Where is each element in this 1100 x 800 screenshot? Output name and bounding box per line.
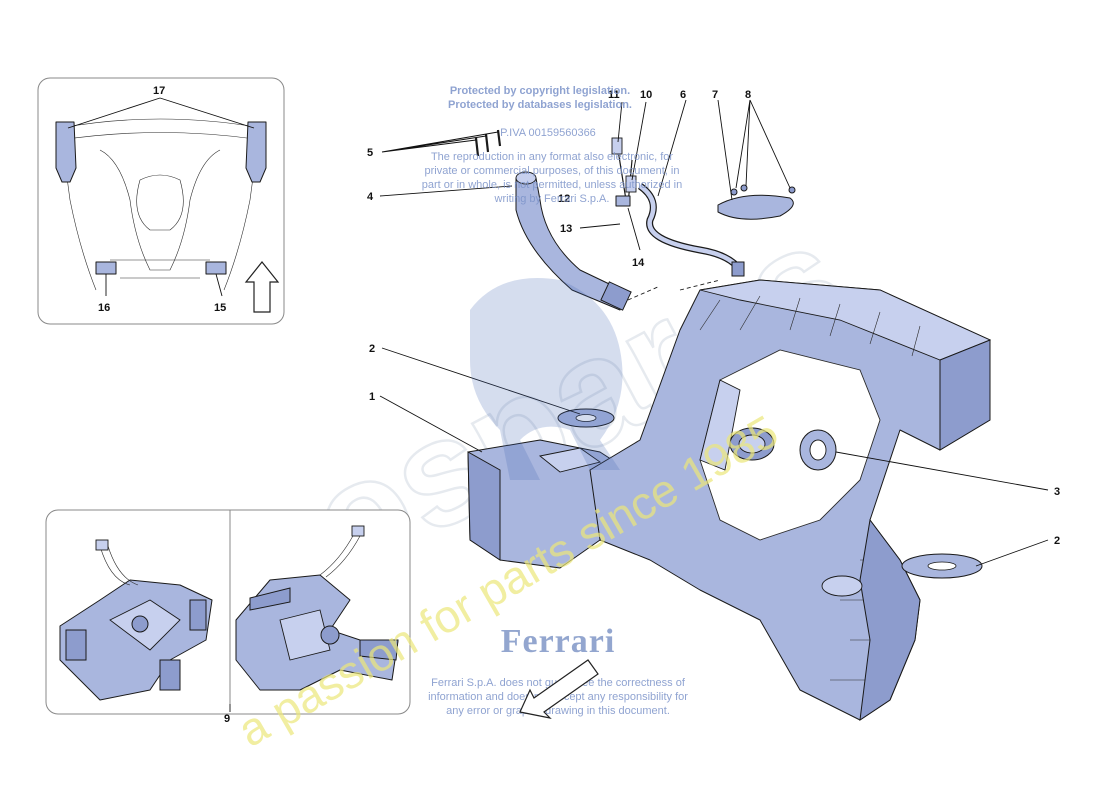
watermark-line-5: private or commercial purposes, of this … xyxy=(425,165,680,177)
callout-14: 14 xyxy=(632,257,645,269)
callout-2-lower: 2 xyxy=(1054,535,1060,547)
gasket-2-upper xyxy=(557,408,615,428)
callout-16: 16 xyxy=(98,302,110,314)
callout-6: 6 xyxy=(680,89,686,101)
tank-strap-right xyxy=(245,121,267,183)
perspective-views-inset: 9 xyxy=(45,509,411,725)
tank-view-front xyxy=(59,539,213,701)
watermark-line-1: Protected by copyright legislation. xyxy=(450,85,630,97)
ferrari-logo-watermark: Ferrari xyxy=(501,623,616,660)
disclaimer-line-3: any error or graphic drawing in this doc… xyxy=(446,705,670,717)
callout-3: 3 xyxy=(1054,486,1060,498)
seal-ring-3 xyxy=(799,429,837,471)
callout-8: 8 xyxy=(745,89,751,101)
tank-strap-left xyxy=(55,121,77,183)
callout-9: 9 xyxy=(224,713,230,725)
breather-pipe xyxy=(611,137,637,207)
watermark-line-6: part or in whole, is not permitted, unle… xyxy=(422,179,682,191)
copyright-watermark: Protected by copyright legislation. Prot… xyxy=(422,85,682,205)
screws-5 xyxy=(474,129,502,157)
callout-2-upper: 2 xyxy=(369,343,375,355)
callout-10: 10 xyxy=(640,89,652,101)
watermark-line-7: writing by Ferrari S.p.A. xyxy=(494,193,610,205)
tank-view-rear xyxy=(235,525,399,691)
vent-hose xyxy=(637,183,745,277)
callout-11: 11 xyxy=(608,89,620,101)
fuel-tank xyxy=(467,279,992,722)
callout-leaders xyxy=(379,99,1049,567)
pad-15 xyxy=(205,261,227,275)
callout-1: 1 xyxy=(369,391,375,403)
canister-cover xyxy=(717,184,796,220)
watermark-line-4: The reproduction in any format also elec… xyxy=(431,151,673,163)
callout-15: 15 xyxy=(214,302,226,314)
callout-5: 5 xyxy=(367,147,373,159)
watermark-line-2: Protected by databases legislation. xyxy=(448,99,632,111)
callout-17: 17 xyxy=(153,85,165,97)
filler-neck xyxy=(515,171,632,311)
svg-text:Ferrari: Ferrari xyxy=(501,623,616,660)
watermark-line-3: P.IVA 00159560366 xyxy=(500,127,596,139)
callout-4: 4 xyxy=(367,191,374,203)
callout-13: 13 xyxy=(560,223,572,235)
direction-arrow-icon xyxy=(519,659,599,719)
callout-12: 12 xyxy=(558,193,570,205)
forward-arrow-icon xyxy=(244,261,280,313)
callout-7: 7 xyxy=(712,89,718,101)
prancing-horse-watermark xyxy=(470,278,623,480)
top-view-inset: 17 16 15 xyxy=(37,77,285,325)
pad-16 xyxy=(95,261,117,275)
gasket-2-lower xyxy=(901,553,983,579)
